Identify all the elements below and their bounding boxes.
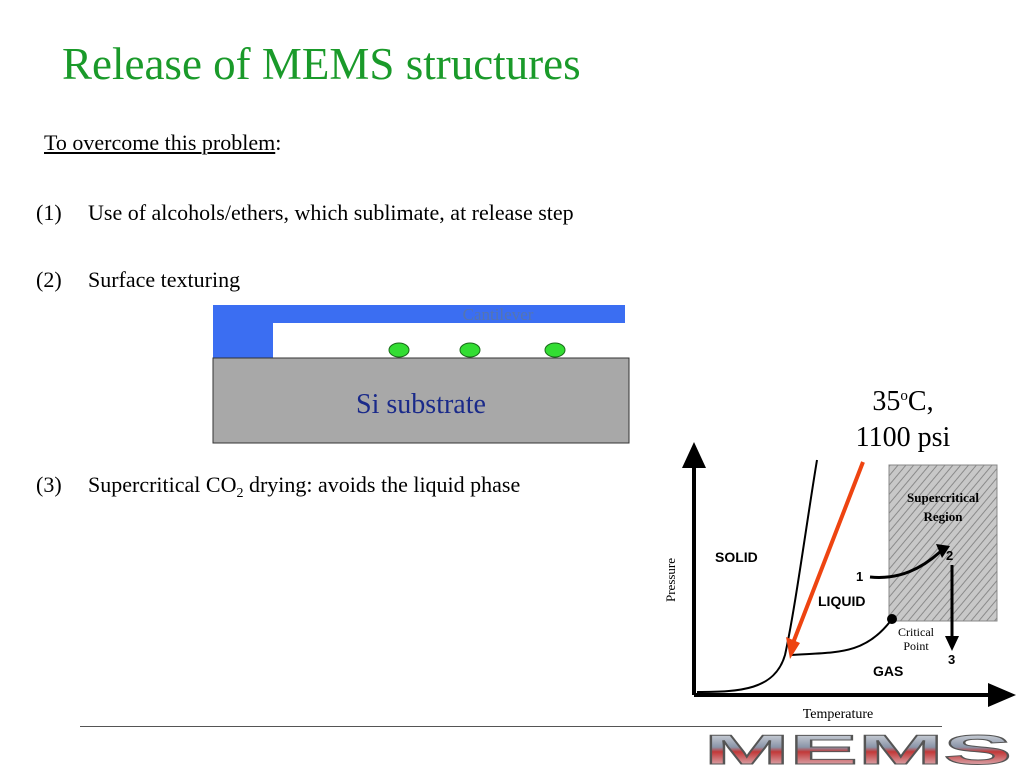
step-arrow-head xyxy=(945,636,959,651)
substrate-label: Si substrate xyxy=(356,389,486,420)
texture-bump xyxy=(459,342,481,358)
texture-bump xyxy=(388,342,410,358)
critical-point-label: Point xyxy=(903,639,929,653)
temperature-value: 35oC, xyxy=(872,386,934,417)
list-item-2: (2) Surface texturing xyxy=(36,267,736,297)
x-axis-label: Temperature xyxy=(803,707,874,722)
texture-bump xyxy=(544,342,566,358)
step-label-1: 1 xyxy=(856,569,863,584)
page-title: Release of MEMS structures xyxy=(62,39,581,89)
y-axis-label: Pressure xyxy=(663,558,678,602)
supercritical-label: Supercritical xyxy=(907,490,979,505)
x-axis-arrowhead xyxy=(988,683,1016,707)
y-axis-arrowhead xyxy=(682,442,706,468)
cantilever-beam xyxy=(213,305,625,323)
list-item-1: (1) Use of alcohols/ethers, which sublim… xyxy=(36,200,736,230)
list-item-number: (2) xyxy=(36,267,62,292)
list-item-text: Use of alcohols/ethers, which sublimate,… xyxy=(88,200,574,225)
footer-divider xyxy=(80,726,942,727)
step-arrow-head xyxy=(936,544,950,558)
list-item-3: (3) Supercritical CO2 drying: avoids the… xyxy=(36,472,656,504)
region-label-solid: SOLID xyxy=(715,549,758,565)
list-item-number: (1) xyxy=(36,200,62,225)
critical-pointer-arrowhead xyxy=(786,637,800,659)
supercritical-label: Region xyxy=(924,509,964,524)
step-label-3: 3 xyxy=(948,652,955,667)
cantilever-anchor xyxy=(213,323,273,358)
critical-pointer-arrow xyxy=(791,461,865,644)
step-arrow-1-to-2 xyxy=(869,550,941,579)
cantilever-diagram: Cantilever Si substrate xyxy=(212,305,630,444)
cantilever-label: Cantilever xyxy=(463,305,534,324)
list-item-text: Supercritical CO2 drying: avoids the liq… xyxy=(88,472,521,501)
pressure-value: 1100 psi xyxy=(855,422,951,453)
intro-colon: : xyxy=(275,130,282,155)
supercritical-region xyxy=(888,464,998,622)
step-label-2: 2 xyxy=(946,548,953,563)
phase-diagram: Supercritical Region SOLID LIQUID GAS Cr… xyxy=(663,442,1016,722)
intro-underlined: To overcome this problem xyxy=(44,130,276,155)
critical-point-marker xyxy=(887,614,897,624)
mems-logo: MEMS xyxy=(704,730,1013,768)
mems-logo-text: MEMS xyxy=(704,730,1012,768)
region-label-gas: GAS xyxy=(873,663,903,679)
region-label-liquid: LIQUID xyxy=(818,593,865,609)
solid-liquid-boundary xyxy=(696,459,818,693)
critical-point-label: Critical xyxy=(898,625,935,639)
si-substrate xyxy=(212,357,630,444)
liquid-gas-boundary xyxy=(789,618,893,656)
list-item-text: Surface texturing xyxy=(88,267,241,292)
list-item-number: (3) xyxy=(36,472,62,497)
critical-conditions: 35oC, 1100 psi xyxy=(838,378,968,456)
intro-text: To overcome this problem: xyxy=(44,130,281,156)
